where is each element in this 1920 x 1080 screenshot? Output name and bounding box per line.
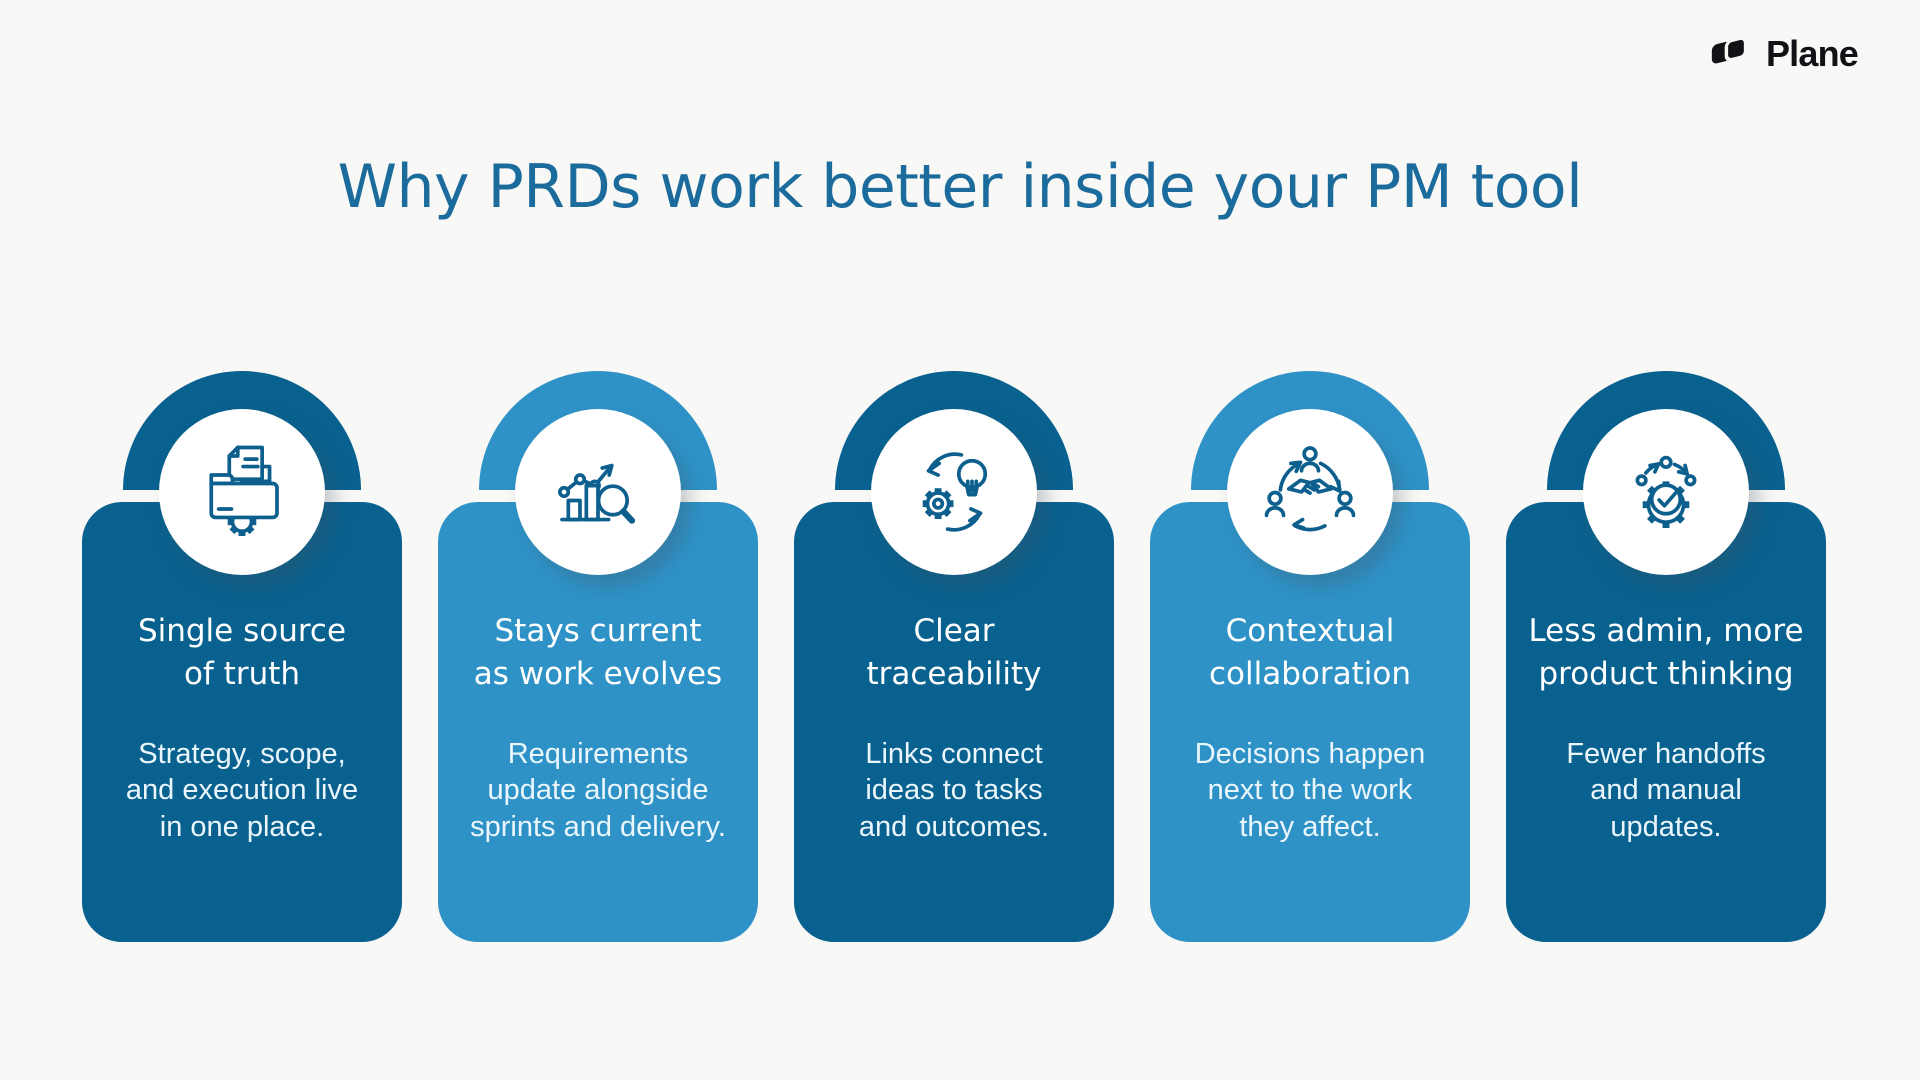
automated-process-check-icon: [1635, 455, 1697, 529]
card-title: Contextual collaboration: [1209, 613, 1411, 692]
card-panel: Less admin, more product thinking Fewer …: [1506, 502, 1826, 942]
card-title: Clear traceability: [866, 613, 1042, 692]
card-body: Decisions happen next to the work they a…: [1194, 737, 1426, 844]
card-single-source-of-truth: Single source of truth Strategy, scope, …: [82, 371, 402, 943]
card-stays-current: Stays current as work evolves Requiremen…: [438, 371, 758, 943]
plane-logo-text: Plane: [1765, 33, 1859, 74]
card-clear-traceability: Clear traceability Links connect ideas t…: [794, 371, 1114, 943]
plane-logo-mark-icon: [1711, 36, 1748, 64]
cards-row: Single source of truth Strategy, scope, …: [0, 371, 1920, 943]
card-body: Links connect ideas to tasks and outcome…: [858, 737, 1050, 844]
icon-circle: [1227, 409, 1393, 575]
card-panel: Clear traceability Links connect ideas t…: [794, 502, 1114, 942]
icon-circle: [1583, 409, 1749, 575]
card-title: Single source of truth: [137, 613, 347, 692]
icon-circle: [871, 409, 1037, 575]
collaboration-handshake-icon: [1264, 446, 1356, 532]
card-body: Fewer handoffs and manual updates.: [1566, 737, 1766, 844]
card-contextual-collaboration: Contextual collaboration Decisions happe…: [1150, 371, 1470, 943]
growth-chart-magnifier-icon: [557, 463, 636, 524]
card-body: Requirements update alongside sprints an…: [470, 737, 726, 844]
icon-circle: [159, 409, 325, 575]
card-body: Strategy, scope, and execution live in o…: [125, 737, 359, 844]
folder-documents-gear-icon: [209, 445, 279, 536]
card-panel: Contextual collaboration Decisions happe…: [1150, 502, 1470, 942]
card-title: Stays current as work evolves: [473, 613, 723, 692]
card-panel: Single source of truth Strategy, scope, …: [82, 502, 402, 942]
idea-execution-cycle-icon: [922, 452, 988, 532]
page-title: Why PRDs work better inside your PM tool: [337, 152, 1583, 222]
icon-circle: [515, 409, 681, 575]
card-less-admin: Less admin, more product thinking Fewer …: [1506, 371, 1826, 943]
card-title: Less admin, more product thinking: [1528, 613, 1804, 692]
plane-logo: Plane: [1708, 33, 1859, 75]
card-panel: Stays current as work evolves Requiremen…: [438, 502, 758, 942]
